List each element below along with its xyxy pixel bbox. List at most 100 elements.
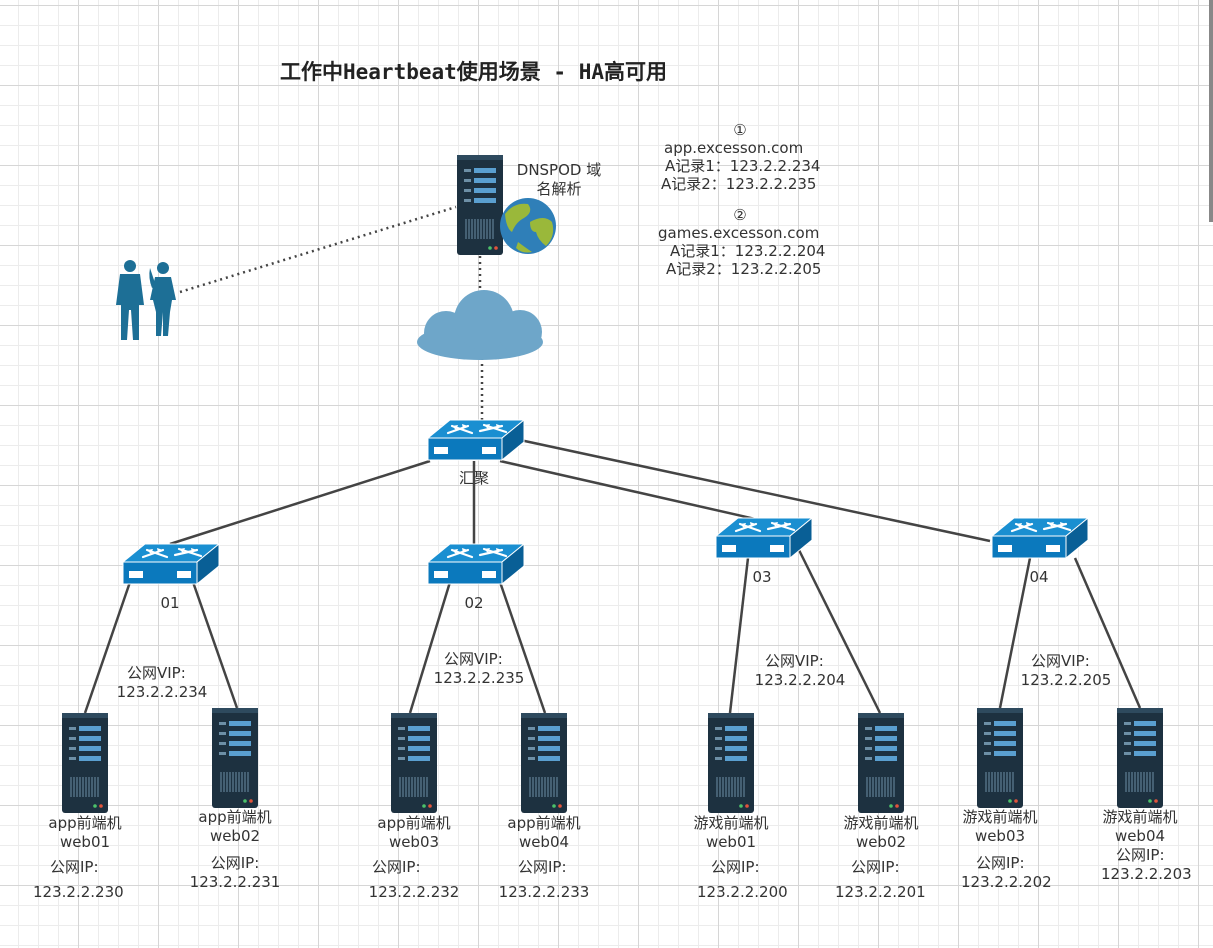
link-core-04 [519, 438, 991, 543]
server-ip-label: 公网IP: [372, 858, 421, 876]
server-ip: 123.2.2.200 [697, 883, 788, 901]
record-a1: A记录1：123.2.2.234 [665, 157, 821, 175]
vip-04: 公网VIP: 123.2.2.205 [1006, 652, 1126, 690]
vip-03: 公网VIP: 123.2.2.204 [740, 652, 860, 690]
server-ip-label: 公网IP: [518, 858, 567, 876]
dns-label-line2: 名解析 [536, 180, 582, 198]
link-03-server5 [728, 557, 750, 714]
server-host: web03 [974, 827, 1026, 845]
switch-04-icon [990, 516, 1090, 560]
link-04-server8 [1073, 557, 1142, 709]
server-game-web03-icon [976, 707, 1024, 809]
server-ip-label: 公网IP: [851, 858, 900, 876]
user-dns-link [179, 205, 457, 294]
server-role: 游戏前端机 [962, 808, 1038, 826]
server-ip: 123.2.2.231 [189, 873, 281, 891]
link-02-server4 [498, 581, 547, 714]
server-host: web03 [388, 833, 440, 851]
server-host: web01 [59, 833, 111, 851]
record-marker: ① [733, 121, 747, 139]
switch-02-label: 02 [464, 594, 484, 612]
globe-icon [500, 198, 556, 254]
vip-label: 公网VIP: [444, 650, 503, 668]
server-ip: 123.2.2.203 [1101, 865, 1192, 883]
vip-02: 公网VIP: 123.2.2.235 [419, 650, 539, 688]
vip-address: 123.2.2.234 [116, 683, 208, 701]
switch-01-label: 01 [160, 594, 180, 612]
dns-server-icon [456, 154, 504, 256]
server-ip: 123.2.2.230 [33, 883, 124, 901]
record-domain: games.excesson.com [658, 224, 820, 242]
server-app-web03-icon [390, 712, 438, 814]
server-role: 游戏前端机 [843, 814, 919, 832]
switch-01-icon [121, 542, 221, 586]
server-app-web02-icon [211, 707, 259, 809]
server-ip-label: 公网IP: [210, 854, 260, 872]
server-ip: 123.2.2.232 [368, 883, 460, 901]
record-block-app: ① app.excesson.com A记录1：123.2.2.234 A记录2… [640, 121, 840, 193]
record-a2: A记录2：123.2.2.235 [661, 175, 817, 193]
link-core-03 [499, 459, 765, 523]
server-ip: 123.2.2.233 [498, 883, 590, 901]
switch-03-label: 03 [752, 568, 772, 586]
server-role: 游戏前端机 [1102, 808, 1178, 826]
core-switch-label: 汇聚 [458, 469, 489, 487]
link-01-server1 [83, 581, 132, 714]
vip-01: 公网VIP: 123.2.2.234 [102, 664, 222, 702]
switch-03-icon [714, 516, 814, 560]
server-role: app前端机 [48, 814, 122, 832]
server-ip-label: 公网IP: [711, 858, 760, 876]
server-label-8: 游戏前端机 web04 公网IP: 123.2.2.203 [1080, 808, 1200, 884]
vip-label: 公网VIP: [127, 664, 186, 682]
server-label-3: app前端机 web03 公网IP: 123.2.2.232 [354, 814, 474, 902]
record-block-games: ② games.excesson.com A记录1：123.2.2.204 A记… [640, 206, 840, 278]
server-game-web02-icon [857, 712, 905, 814]
server-label-4: app前端机 web04 公网IP: 123.2.2.233 [484, 814, 604, 902]
server-role: app前端机 [377, 814, 451, 832]
server-label-1: app前端机 web01 公网IP: 123.2.2.230 [25, 814, 145, 902]
dotted-links [179, 205, 484, 420]
server-host: web01 [705, 833, 757, 851]
server-role: app前端机 [198, 808, 272, 826]
window-edge [1209, 0, 1213, 222]
core-switch-icon [426, 418, 526, 462]
server-role: 游戏前端机 [693, 814, 769, 832]
switch-02-icon [426, 542, 526, 586]
server-ip-label: 公网IP: [50, 858, 99, 876]
vip-label: 公网VIP: [765, 652, 824, 670]
vip-address: 123.2.2.205 [1020, 671, 1112, 689]
link-core-01 [169, 459, 431, 546]
server-host: web04 [1114, 827, 1166, 845]
server-host: web04 [518, 833, 570, 851]
internet-cloud-icon [417, 290, 543, 360]
server-label-6: 游戏前端机 web02 公网IP: 123.2.2.201 [821, 814, 941, 902]
server-ip: 123.2.2.202 [961, 873, 1052, 891]
record-a1: A记录1：123.2.2.204 [670, 242, 826, 260]
record-a2: A记录2：123.2.2.205 [666, 260, 822, 278]
vip-address: 123.2.2.204 [754, 671, 846, 689]
server-ip-label: 公网IP: [976, 854, 1025, 872]
server-label-7: 游戏前端机 web03 公网IP: 123.2.2.202 [940, 808, 1060, 892]
dns-label: DNSPOD 域 名解析 [507, 161, 611, 199]
server-game-web01-icon [707, 712, 755, 814]
link-01-server2 [191, 581, 239, 709]
vip-address: 123.2.2.235 [433, 669, 525, 687]
link-04-server7 [998, 557, 1032, 709]
server-host: web02 [209, 827, 261, 845]
solid-links [83, 438, 1142, 714]
users-icon [116, 260, 176, 340]
server-ip: 123.2.2.201 [835, 883, 926, 901]
server-app-web01-icon [61, 712, 109, 814]
vip-label: 公网VIP: [1031, 652, 1090, 670]
server-role: app前端机 [507, 814, 581, 832]
link-02-server3 [408, 581, 452, 714]
server-ip-label: 公网IP: [1116, 846, 1165, 864]
record-domain: app.excesson.com [664, 139, 804, 157]
dns-label-line1: DNSPOD 域 [516, 161, 602, 179]
server-label-5: 游戏前端机 web01 公网IP: 123.2.2.200 [671, 814, 791, 902]
record-marker: ② [733, 206, 747, 224]
diagram-title: 工作中Heartbeat使用场景 - HA高可用 [280, 60, 668, 84]
switch-04-label: 04 [1029, 568, 1049, 586]
server-game-web04-icon [1116, 707, 1164, 809]
